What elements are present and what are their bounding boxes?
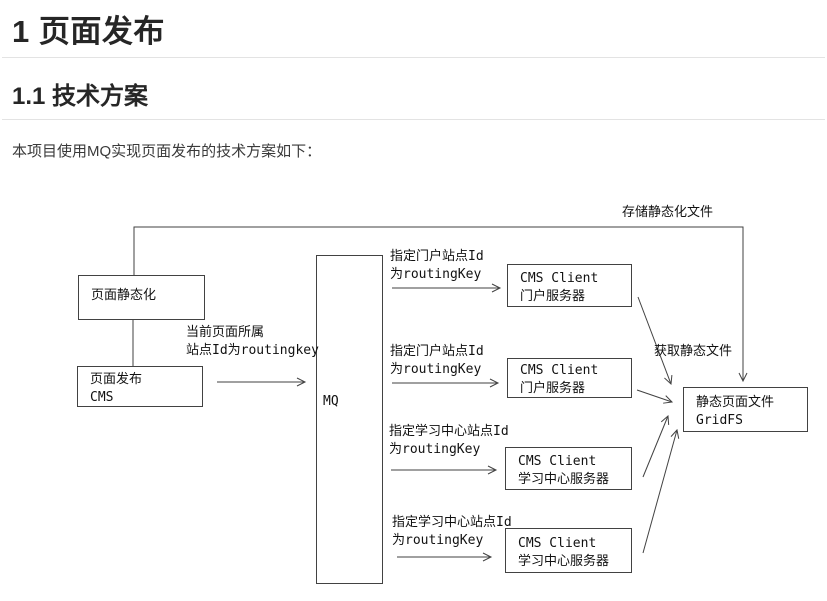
- edge-label-line: 为routingKey: [390, 362, 482, 377]
- edge-label-fetch-static-file: 获取静态文件: [654, 344, 733, 359]
- edge-label-line: 为routingKey: [392, 533, 484, 548]
- node-sublabel: 学习中心服务器: [518, 472, 610, 487]
- edge-label-portal-routingkey-1: 指定门户站点Id 为routingKey: [390, 248, 484, 284]
- node-label: CMS Client: [520, 271, 599, 286]
- divider: [2, 57, 825, 58]
- edge-label-line: 指定学习中心站点Id: [389, 424, 509, 439]
- divider: [2, 119, 825, 120]
- node-cms-client-portal-2: CMS Client 门户服务器: [507, 358, 632, 398]
- arrow-client2-to-gridfs: [636, 389, 674, 404]
- edge-label-line: 指定门户站点Id: [390, 344, 484, 359]
- edge-label-learning-routingkey-2: 指定学习中心站点Id 为routingKey: [392, 514, 512, 550]
- edge-label-current-page-routingkey: 当前页面所属 站点Id为routingkey: [186, 324, 319, 360]
- node-label: CMS Client: [520, 363, 599, 378]
- node-label: MQ: [323, 394, 339, 409]
- line-store-static-file: [133, 226, 748, 383]
- edge-label-store-static-file: 存储静态化文件: [622, 205, 714, 220]
- edge-label-line: 站点Id为routingkey: [186, 343, 319, 358]
- edge-label-line: 指定学习中心站点Id: [392, 515, 512, 530]
- node-sublabel: 学习中心服务器: [518, 554, 610, 569]
- heading-page-publish: 1 页面发布: [12, 14, 165, 49]
- node-page-staticize: 页面静态化: [78, 275, 205, 320]
- node-sublabel: 门户服务器: [520, 289, 586, 304]
- node-label: CMS Client: [518, 454, 597, 469]
- node-sublabel: CMS: [90, 390, 114, 405]
- edge-label-learning-routingkey-1: 指定学习中心站点Id 为routingKey: [389, 423, 509, 459]
- node-label: 页面静态化: [91, 288, 157, 303]
- node-mq: MQ: [316, 255, 383, 584]
- mq-architecture-diagram: 页面静态化 页面发布 CMS MQ CMS Client 门户服务器 CMS C…: [0, 200, 827, 601]
- intro-text: 本项目使用MQ实现页面发布的技术方案如下：: [12, 143, 322, 160]
- edge-label-line: 指定门户站点Id: [390, 249, 484, 264]
- edge-label-line: 为routingKey: [389, 442, 481, 457]
- node-static-page-file-gridfs: 静态页面文件 GridFS: [683, 387, 808, 432]
- heading-tech-solution: 1.1 技术方案: [12, 83, 149, 110]
- node-cms-client-learning-2: CMS Client 学习中心服务器: [505, 528, 632, 573]
- node-sublabel: 门户服务器: [520, 381, 586, 396]
- arrow-client1-to-gridfs: [637, 296, 673, 386]
- arrow-client3-to-gridfs: [642, 414, 670, 478]
- node-label: 页面发布: [90, 372, 143, 387]
- arrow-client4-to-gridfs: [642, 428, 680, 554]
- node-label: 静态页面文件: [696, 395, 775, 410]
- edge-label-portal-routingkey-2: 指定门户站点Id 为routingKey: [390, 343, 484, 379]
- edge-label-line: 当前页面所属: [186, 325, 265, 340]
- node-page-publish-cms: 页面发布 CMS: [77, 366, 203, 407]
- node-cms-client-portal-1: CMS Client 门户服务器: [507, 264, 632, 307]
- node-label: CMS Client: [518, 536, 597, 551]
- edge-label-line: 为routingKey: [390, 267, 482, 282]
- node-cms-client-learning-1: CMS Client 学习中心服务器: [505, 447, 632, 490]
- diagram-connectors: [132, 226, 748, 562]
- node-sublabel: GridFS: [696, 413, 743, 428]
